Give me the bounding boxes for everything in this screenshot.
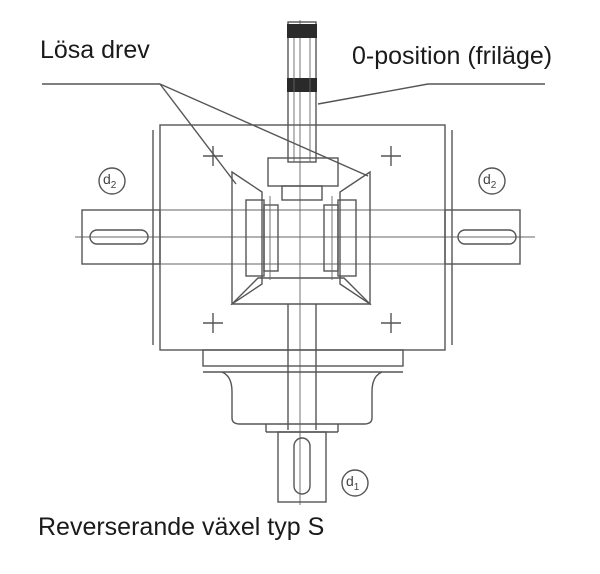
d2-right-label: d2: [483, 172, 496, 191]
drawing-caption: Reverserande växel typ S: [38, 513, 325, 541]
d2-right-symbol: d: [483, 171, 491, 187]
d2-right-circle: [478, 167, 506, 195]
clutch-inner-left: [263, 204, 279, 272]
housing: [159, 124, 446, 351]
leader-losa-left: [159, 83, 237, 185]
bottom-keyway: [293, 437, 311, 495]
bolt-marks: [203, 146, 401, 333]
d2-left-label: d2: [103, 172, 116, 191]
clutch-inner-right: [323, 204, 339, 272]
left-keyway: [89, 229, 149, 245]
left-bevel-gear: [231, 170, 263, 306]
right-keyway: [457, 229, 517, 245]
leader-losa-right: [159, 83, 369, 177]
d2-left-circle: [98, 167, 126, 195]
d2-left-symbol: d: [103, 171, 111, 187]
right-bevel-gear: [339, 170, 371, 306]
left-shaft: [81, 209, 161, 265]
bottom-shaft: [277, 431, 327, 503]
bearing-housing: [221, 371, 383, 425]
leader-zero: [317, 83, 429, 105]
d2-right-subscript: 2: [490, 179, 497, 191]
knob-knurl-bottom: [287, 78, 317, 92]
bottom-bevel-gear: [230, 277, 372, 305]
d2-left-subscript: 2: [110, 179, 117, 191]
d1-bottom-symbol: d: [346, 473, 354, 489]
collar-neck: [281, 185, 323, 201]
knob-knurl-top: [287, 24, 317, 38]
zero-position-label: 0-position (friläge): [352, 42, 553, 70]
right-shaft: [444, 209, 521, 265]
loose-gears-label: Lösa drev: [40, 36, 150, 64]
d1-bottom-subscript: 1: [353, 481, 360, 493]
d1-bottom-label: d1: [346, 474, 359, 493]
d1-bottom-circle: [341, 469, 369, 497]
bottom-flange-plate: [202, 349, 404, 367]
